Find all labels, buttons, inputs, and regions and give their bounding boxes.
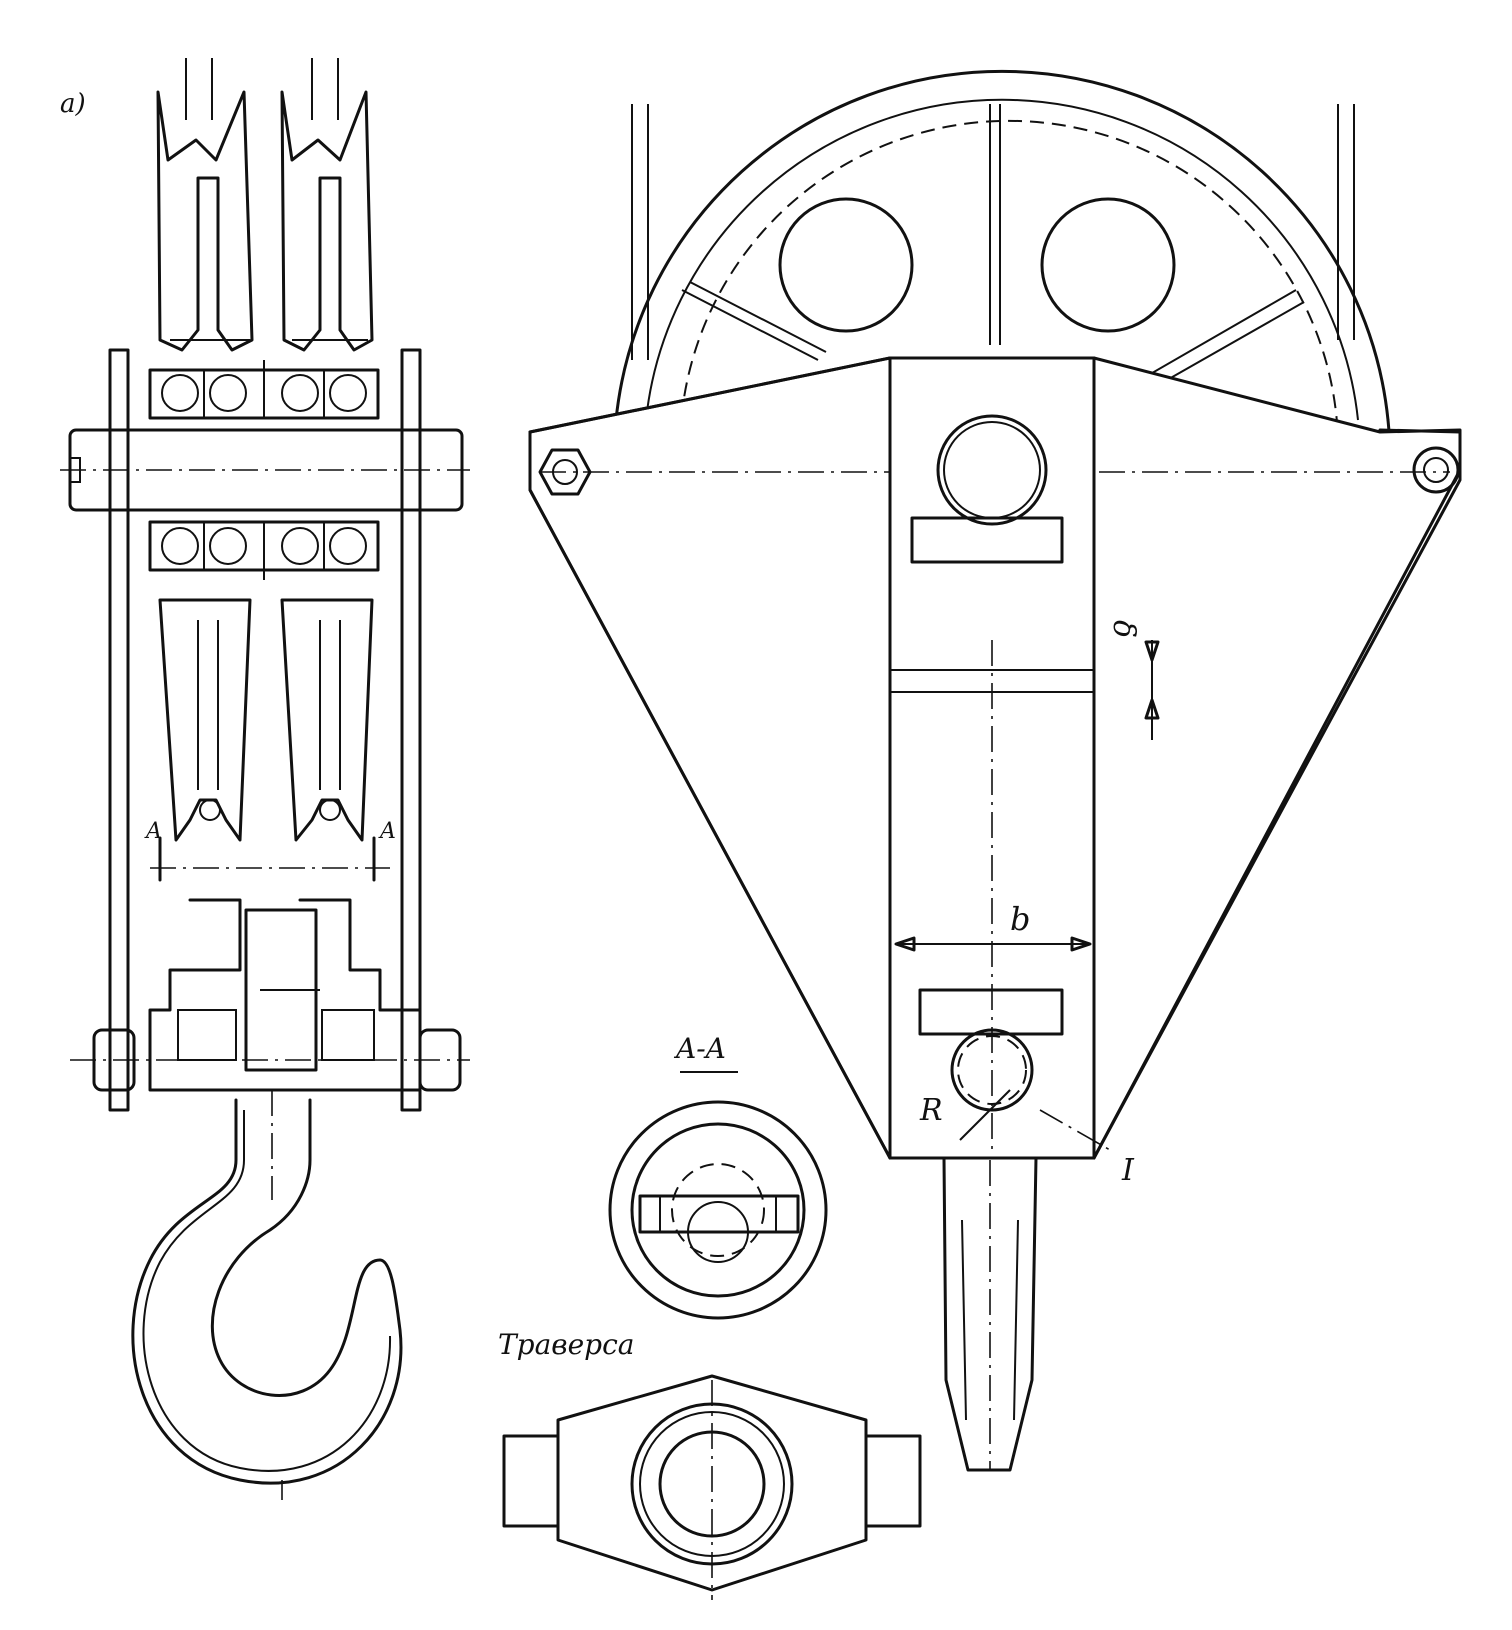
upper-sheaves [156, 90, 374, 352]
side-straps [108, 348, 422, 1112]
section-mark-right: A [378, 819, 396, 844]
section-marks: A A [144, 819, 396, 882]
side-section-view: a) [60, 58, 470, 1500]
section-title: A-A [673, 1032, 726, 1065]
traverse-view: Траверса [498, 1328, 922, 1600]
lower-bearings [148, 520, 380, 580]
central-beam [888, 356, 1111, 1160]
lower-sheaves [158, 598, 374, 842]
hook-nut-housing [148, 898, 422, 1092]
ropes-front-view [631, 104, 1355, 360]
dimension-delta: δ [1106, 620, 1141, 638]
ropes-left-view [185, 58, 339, 120]
dimension-b: b [1010, 900, 1030, 938]
section-a-a: A-A [608, 1032, 828, 1320]
dimensions: b δ R I [894, 620, 1160, 1188]
upper-bearings [148, 360, 380, 420]
dimension-R: R [919, 1093, 943, 1128]
crane-hook [131, 1090, 403, 1500]
sheave-axle [60, 428, 470, 512]
hook-shank [942, 1156, 1038, 1472]
panel-label: a) [60, 89, 86, 119]
crossbar [70, 1028, 470, 1092]
front-view: b δ R I [528, 69, 1462, 1472]
section-mark-left: A [144, 819, 162, 844]
axle-bolts [538, 446, 1460, 496]
traverse-caption: Траверса [498, 1328, 634, 1361]
reference-I: I [1121, 1153, 1135, 1188]
